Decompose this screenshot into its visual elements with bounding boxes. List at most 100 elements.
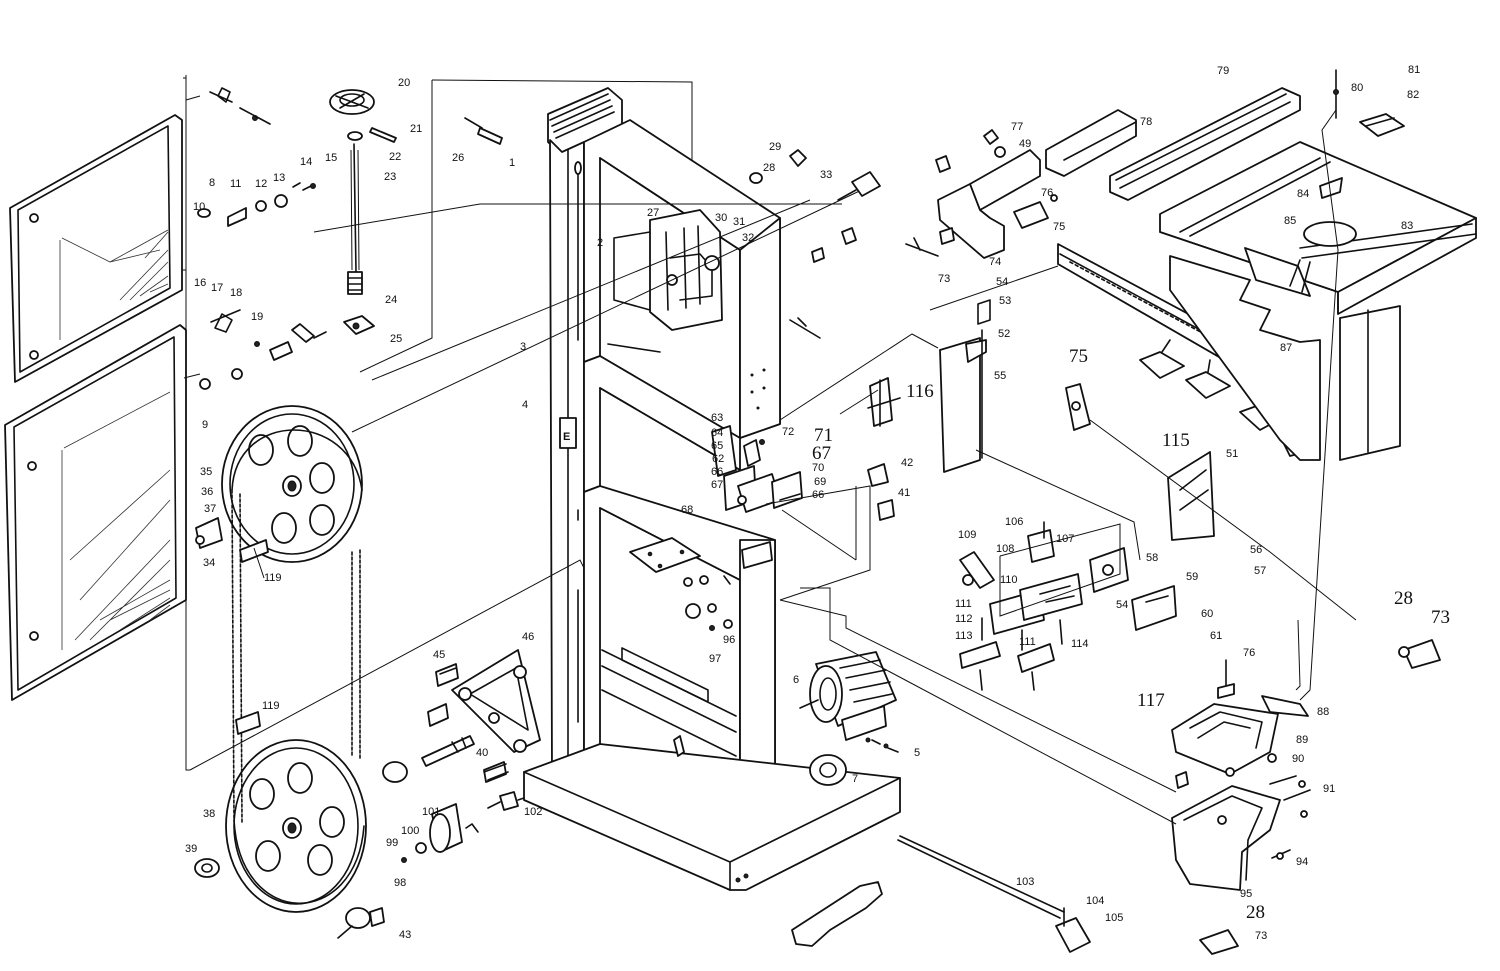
part-label-110: 110: [1000, 574, 1018, 586]
part-label-95: 95: [1240, 888, 1252, 900]
lower-guide-assembly: [711, 425, 803, 513]
main-frame: E: [523, 87, 901, 891]
part-label-31: 31: [733, 216, 745, 228]
latch-hardware: [195, 87, 327, 549]
part-label-76a: 76: [1041, 187, 1053, 199]
part-label-13: 13: [273, 172, 285, 184]
part-label-89: 89: [1296, 734, 1308, 746]
part-label-91: 91: [1323, 783, 1335, 795]
part-label-15: 15: [325, 152, 337, 164]
part-label-109: 109: [958, 529, 976, 541]
upper-wheel: [221, 405, 363, 563]
part-label-75a: 75: [1053, 221, 1065, 233]
part-label-65: 65: [711, 440, 723, 452]
saw-table: [1159, 141, 1477, 461]
part-label-73a: 73: [938, 273, 950, 285]
part-label-99: 99: [386, 837, 398, 849]
part-label-17: 17: [211, 282, 223, 294]
part-label-114: 114: [1071, 638, 1089, 650]
lower-wheel: [225, 739, 367, 913]
part-label-97: 97: [709, 653, 721, 665]
part-label-113: 113: [955, 630, 973, 642]
motor: [799, 651, 899, 786]
part-label-45: 45: [433, 649, 445, 661]
part-label-106: 106: [1005, 516, 1023, 528]
part-label-10: 10: [193, 201, 205, 213]
part-label-66a: 66: [711, 466, 723, 478]
part-label-61: 61: [1210, 630, 1222, 642]
part-label-108: 108: [996, 543, 1014, 555]
part-label-56: 56: [1250, 544, 1262, 556]
part-label-70: 70: [812, 462, 824, 474]
part-label-105: 105: [1105, 912, 1123, 924]
part-label-75b: 75: [1069, 346, 1088, 367]
part-label-90: 90: [1292, 753, 1304, 765]
part-label-69: 69: [814, 476, 826, 488]
part-label-119b: 119: [262, 700, 280, 712]
blade-tension-assembly: [329, 89, 397, 335]
part-label-12: 12: [255, 178, 267, 190]
saw-blade: [231, 429, 365, 904]
part-label-43: 43: [399, 929, 411, 941]
part-label-67b: 67: [812, 443, 831, 464]
lower-blade-guard: [1171, 639, 1441, 955]
part-label-24: 24: [385, 294, 397, 306]
part-label-41: 41: [898, 487, 910, 499]
part-label-4: 4: [522, 399, 528, 411]
part-label-54b: 54: [1116, 599, 1128, 611]
part-label-116: 116: [906, 381, 934, 402]
part-label-42: 42: [901, 457, 913, 469]
part-label-53: 53: [999, 295, 1011, 307]
part-label-21: 21: [410, 123, 422, 135]
part-label-33: 33: [820, 169, 832, 181]
part-label-68: 68: [681, 504, 693, 516]
part-label-60: 60: [1201, 608, 1213, 620]
part-label-111b: 111: [1019, 636, 1036, 648]
part-label-49: 49: [1019, 138, 1031, 150]
part-label-23: 23: [384, 171, 396, 183]
part-label-57: 57: [1254, 565, 1266, 577]
parts-103-105: [1055, 907, 1091, 953]
part-label-88: 88: [1317, 706, 1329, 718]
part-label-35: 35: [200, 466, 212, 478]
part-label-36: 36: [201, 486, 213, 498]
wrench: [791, 881, 883, 947]
nuts-96-97: [683, 575, 733, 631]
part-label-63: 63: [711, 412, 723, 424]
part-label-22: 22: [389, 151, 401, 163]
part-label-16: 16: [194, 277, 206, 289]
lower-left-parts: [194, 649, 541, 939]
part-label-101: 101: [422, 806, 440, 818]
part-label-104: 104: [1086, 895, 1104, 907]
part-label-34: 34: [203, 557, 215, 569]
part-label-58: 58: [1146, 552, 1158, 564]
part-label-29: 29: [769, 141, 781, 153]
part-label-2: 2: [597, 237, 603, 249]
part-label-51: 51: [1226, 448, 1238, 460]
part-label-54a: 54: [996, 276, 1008, 288]
part-label-64: 64: [711, 427, 723, 439]
part-label-32: 32: [742, 232, 754, 244]
part-label-28b: 28: [1394, 588, 1413, 609]
part-label-117: 117: [1137, 690, 1165, 711]
part-label-28a: 28: [763, 162, 775, 174]
part-label-6: 6: [793, 674, 799, 686]
part-label-73b: 73: [1431, 607, 1450, 628]
part-label-77: 77: [1011, 121, 1023, 133]
part-label-98: 98: [394, 877, 406, 889]
part-label-37: 37: [204, 503, 216, 515]
part-label-39: 39: [185, 843, 197, 855]
part-label-59: 59: [1186, 571, 1198, 583]
right-guide-parts: [867, 299, 1215, 541]
part-label-119a: 119: [264, 572, 282, 584]
part-label-14: 14: [300, 156, 312, 168]
part-label-111a: 111: [955, 598, 972, 610]
part-label-62: 62: [712, 453, 724, 465]
part-label-8: 8: [209, 177, 215, 189]
part-label-7: 7: [852, 773, 858, 785]
upper-guide-parts: [464, 117, 881, 339]
part-label-94: 94: [1296, 856, 1308, 868]
part-label-46: 46: [522, 631, 534, 643]
